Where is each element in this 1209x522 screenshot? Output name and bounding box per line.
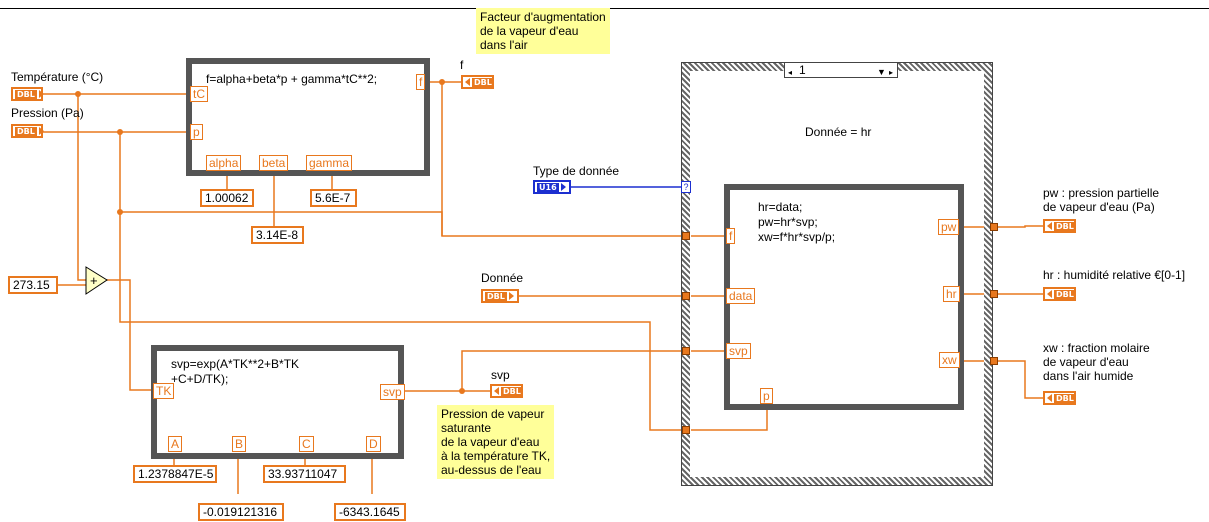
indicator-arrow-icon (1047, 394, 1052, 402)
indicator-arrow-icon (494, 387, 499, 395)
formula-svp-code: svp=exp(A*TK**2+B*TK +C+D/TK); (171, 357, 300, 386)
param-b[interactable]: B (232, 436, 247, 452)
f-label: f (460, 58, 464, 72)
tunnel-f[interactable] (682, 232, 690, 240)
gamma-constant[interactable]: 5.6E-7 (310, 189, 357, 207)
port-pw[interactable]: pw (938, 219, 960, 235)
dropdown-icon[interactable]: ▼ (877, 67, 886, 77)
case-selector[interactable]: ◂ 1 ▼ ▸ (784, 62, 898, 78)
note-facteur: Facteur d'augmentation de la vapeur d'ea… (476, 8, 610, 54)
a-constant[interactable]: 1.2378847E-5 (133, 465, 217, 483)
pressure-control[interactable]: DBL (11, 124, 44, 138)
port-hr[interactable]: hr (943, 286, 960, 302)
case-selector-value: 1 (799, 63, 806, 77)
dbl-tag: DBL (1054, 289, 1076, 299)
dbl-tag: DBL (472, 77, 494, 87)
type-donnee-label: Type de donnée (533, 164, 620, 178)
temperature-label: Température (°C) (11, 70, 104, 84)
control-arrow-icon (560, 183, 566, 191)
port-f-out[interactable]: f (416, 74, 426, 90)
decrement-icon[interactable]: ◂ (788, 68, 793, 77)
type-donnee-control[interactable]: U16 (533, 180, 571, 194)
case-selector-terminal[interactable]: ? (681, 181, 691, 193)
increment-icon[interactable]: ▸ (889, 68, 894, 77)
param-c[interactable]: C (299, 436, 314, 452)
tunnel-p[interactable] (682, 426, 690, 434)
donnee-control[interactable]: DBL (481, 289, 519, 303)
port-tc[interactable]: tC (190, 86, 208, 102)
b-constant[interactable]: -0.019121316 (198, 503, 284, 521)
tunnel-svp[interactable] (682, 347, 690, 355)
port-p[interactable]: p (190, 124, 203, 140)
control-arrow-icon (38, 127, 44, 135)
port-tk[interactable]: TK (153, 383, 175, 399)
tunnel-xw[interactable] (990, 357, 998, 365)
hr-indicator: DBL (1043, 287, 1076, 301)
svp-label: svp (491, 368, 510, 382)
donnee-label: Donnée (481, 271, 524, 285)
alpha-constant[interactable]: 1.00062 (200, 189, 254, 207)
port-xw[interactable]: xw (939, 352, 960, 368)
port-f-in[interactable]: f (726, 228, 736, 244)
temperature-control[interactable]: DBL (11, 87, 44, 101)
formula-svp-node[interactable]: svp=exp(A*TK**2+B*TK +C+D/TK); (151, 345, 404, 459)
svp-indicator: DBL (490, 384, 523, 398)
hr-label: hr : humidité relative €[0-1] (1043, 268, 1186, 282)
port-svp-in[interactable]: svp (726, 343, 751, 359)
xw-label: xw : fraction molaire de vapeur d'eau da… (1043, 341, 1150, 383)
f-indicator: DBL (461, 75, 494, 89)
dbl-tag: DBL (15, 126, 37, 136)
param-d[interactable]: D (366, 436, 381, 452)
pressure-label: Pression (Pa) (11, 106, 84, 120)
param-a[interactable]: A (168, 436, 183, 452)
formula-hr-code: hr=data; pw=hr*svp; xw=f*hr*svp/p; (758, 200, 836, 244)
u16-tag: U16 (537, 182, 559, 192)
pw-label: pw : pression partielle de vapeur d'eau … (1043, 186, 1160, 214)
beta-constant[interactable]: 3.14E-8 (251, 226, 304, 244)
port-data[interactable]: data (726, 288, 756, 304)
control-arrow-icon (508, 292, 514, 300)
plus-icon: + (90, 273, 98, 288)
indicator-arrow-icon (465, 78, 470, 86)
formula-hr-node[interactable]: hr=data; pw=hr*svp; xw=f*hr*svp/p; (724, 184, 964, 410)
kelvin-constant[interactable]: 273.15 (8, 276, 58, 294)
control-arrow-icon (38, 90, 44, 98)
param-beta[interactable]: beta (259, 155, 289, 171)
dbl-tag: DBL (485, 291, 507, 301)
dbl-tag: DBL (1054, 221, 1076, 231)
add-node[interactable]: + (85, 266, 109, 296)
formula-f-code: f=alpha+beta*p + gamma*tC**2; (206, 72, 378, 86)
case-label: Donnée = hr (805, 125, 872, 139)
pw-indicator: DBL (1043, 219, 1076, 233)
tunnel-hr[interactable] (990, 290, 998, 298)
dbl-tag: DBL (1054, 393, 1076, 403)
c-constant[interactable]: 33.93711047 (263, 465, 346, 483)
indicator-arrow-icon (1047, 222, 1052, 230)
tunnel-data[interactable] (682, 292, 690, 300)
dbl-tag: DBL (15, 89, 37, 99)
port-svp-out[interactable]: svp (380, 384, 405, 400)
note-pression-vapeur: Pression de vapeur saturante de la vapeu… (437, 405, 555, 479)
param-gamma[interactable]: gamma (306, 155, 353, 171)
port-p-in[interactable]: p (760, 388, 773, 404)
dbl-tag: DBL (501, 386, 523, 396)
param-alpha[interactable]: alpha (206, 155, 242, 171)
xw-indicator: DBL (1043, 391, 1076, 405)
d-constant[interactable]: -6343.1645 (334, 503, 406, 521)
indicator-arrow-icon (1047, 290, 1052, 298)
tunnel-pw[interactable] (990, 223, 998, 231)
